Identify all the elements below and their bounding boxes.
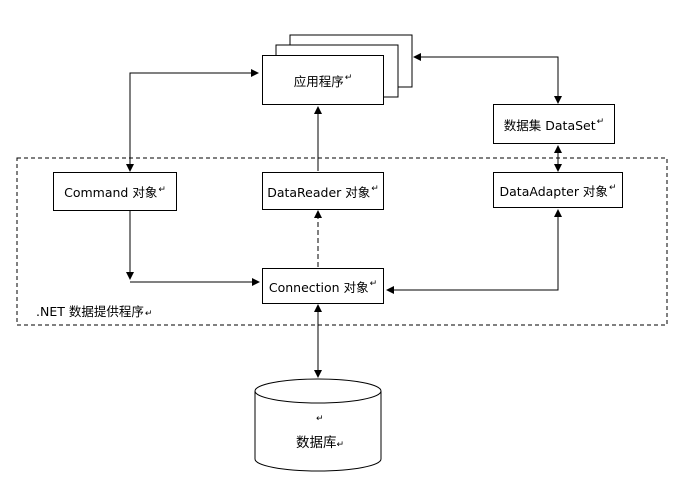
database-label: 数据库: [296, 435, 337, 451]
database-cylinder: [254, 378, 382, 472]
datareader-box: DataReader 对象↵: [262, 172, 384, 210]
return-mark: ↵: [144, 309, 153, 319]
database-return-mark: ↵: [316, 414, 324, 424]
provider-label: .NET 数据提供程序: [36, 304, 144, 319]
connector-app-dataset: [413, 53, 562, 104]
connector-command-connection: [126, 211, 260, 286]
dataadapter-label: DataAdapter 对象: [499, 183, 608, 199]
connection-box: Connection 对象↵: [262, 268, 384, 304]
return-mark: ↵: [344, 73, 353, 83]
return-mark: ↵: [158, 184, 166, 195]
dataset-box: 数据集 DataSet↵: [493, 104, 615, 144]
application-box: 应用程序↵: [262, 55, 384, 105]
return-mark: ↵: [596, 117, 605, 127]
connector-app-command: [126, 69, 259, 172]
return-mark: ↵: [336, 440, 345, 450]
connection-label: Connection 对象: [268, 279, 369, 295]
return-mark: ↵: [608, 183, 617, 193]
return-mark: ↵: [369, 279, 378, 289]
database-label-wrap: 数据库↵: [296, 431, 344, 451]
datareader-label: DataReader 对象: [267, 184, 371, 200]
command-box: Command 对象↵: [53, 172, 177, 211]
provider-region: [16, 157, 668, 326]
return-mark: ↵: [371, 184, 379, 194]
connector-connection-dataadapter: [386, 209, 562, 294]
provider-region-label: .NET 数据提供程序↵: [36, 301, 152, 320]
command-label: Command 对象: [64, 185, 158, 200]
dataadapter-box: DataAdapter 对象↵: [493, 172, 623, 208]
dataset-label: 数据集 DataSet: [503, 117, 596, 133]
application-label: 应用程序: [293, 73, 344, 89]
